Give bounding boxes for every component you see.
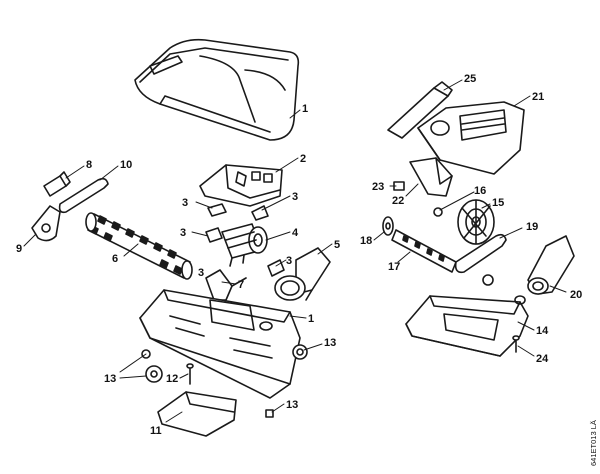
callout-15: 15 (492, 197, 504, 209)
bracket-part (205, 269, 247, 301)
pulley-part (382, 216, 394, 236)
motor-cover-part (199, 164, 283, 207)
callout-12: 12 (166, 373, 178, 385)
callout-22: 22 (392, 195, 404, 207)
callout-6: 6 (112, 253, 118, 265)
callout-3-a: 3 (182, 197, 188, 209)
axle-holder-part (43, 171, 71, 197)
upper-cover-part (134, 38, 300, 141)
callout-1-lower: 1 (308, 313, 314, 325)
callout-18: 18 (360, 235, 372, 247)
callout-21: 21 (532, 91, 544, 103)
swivel-neck-part (274, 247, 331, 301)
screw-part (186, 363, 194, 385)
callout-9: 9 (16, 243, 22, 255)
crevice-tool-part (387, 81, 453, 139)
screw-right-part (512, 335, 520, 353)
callout-13-c: 13 (286, 399, 298, 411)
base-plate-part (139, 289, 301, 399)
end-cap-part (31, 205, 61, 242)
callout-24: 24 (536, 353, 549, 365)
callout-23: 23 (372, 181, 384, 193)
brush-shaft-part (391, 229, 457, 273)
fan-wheel-part (457, 199, 495, 245)
callout-1-upper: 1 (302, 103, 308, 115)
toothed-belt-part (454, 233, 507, 286)
brush-roller-part (85, 212, 193, 280)
callout-7: 7 (238, 279, 244, 291)
hose-guide-part (409, 157, 453, 197)
callout-3-c: 3 (180, 227, 186, 239)
callout-17: 17 (388, 261, 400, 273)
callout-3-b: 3 (292, 191, 298, 203)
upper-housing-part (417, 101, 525, 175)
callout-25: 25 (464, 73, 476, 85)
sole-plate-part (157, 391, 237, 437)
drawing-code: 641ET013 LÄ (589, 420, 598, 466)
callout-8: 8 (86, 159, 92, 171)
callout-16: 16 (474, 185, 486, 197)
callout-3-d: 3 (286, 255, 292, 267)
lower-housing-part (405, 295, 529, 357)
callout-14: 14 (536, 325, 549, 337)
callout-10: 10 (120, 159, 132, 171)
callout-4: 4 (292, 227, 299, 239)
drive-belt-part (58, 177, 109, 214)
callout-2: 2 (300, 153, 306, 165)
callout-11: 11 (150, 425, 162, 437)
nozzle-tube-part (527, 235, 575, 295)
callout-13-b: 13 (324, 337, 336, 349)
callout-19: 19 (526, 221, 538, 233)
motor-part (221, 223, 268, 267)
callout-3-e: 3 (198, 267, 204, 279)
callout-20: 20 (570, 289, 582, 301)
callout-5: 5 (334, 239, 340, 251)
callout-labels: 1 2 3 3 3 3 3 4 5 6 7 8 9 10 1 11 12 13 … (16, 73, 582, 437)
leader-lines (23, 79, 567, 423)
callout-13-a: 13 (104, 373, 116, 385)
